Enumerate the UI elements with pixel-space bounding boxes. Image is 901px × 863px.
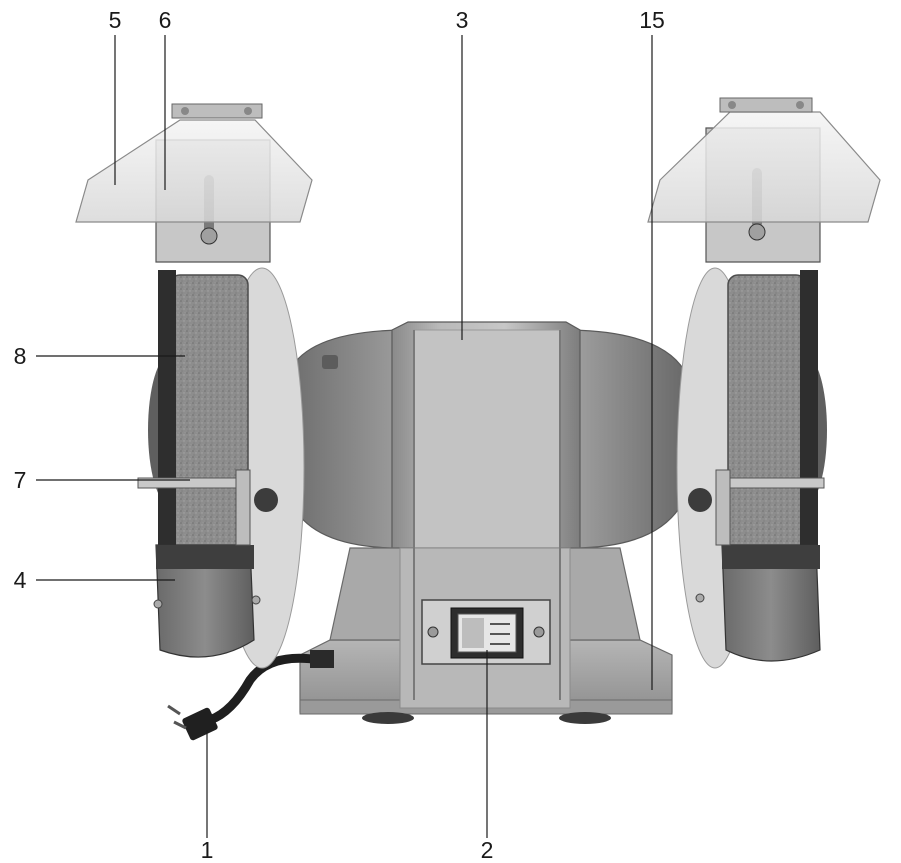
callout-5: 5: [109, 7, 122, 33]
callout-2: 2: [481, 837, 494, 863]
callout-15: 15: [639, 7, 665, 33]
right-wheel-guard: [721, 544, 821, 662]
callout-4: 4: [14, 567, 27, 593]
right-wheel-assembly: [676, 267, 827, 669]
callout-numbers: 5 6 3 15 8 7 4 1 2: [14, 7, 665, 863]
left-wheel-assembly: [137, 267, 305, 669]
left-wheel-guard: [155, 544, 255, 658]
on-off-switch: [421, 599, 551, 665]
callout-7: 7: [14, 467, 27, 493]
mains-plug: [167, 704, 218, 741]
callout-leaders: [36, 35, 653, 838]
callout-1: 1: [201, 837, 214, 863]
callout-8: 8: [14, 343, 27, 369]
power-cord: [205, 650, 334, 725]
left-eye-shield: [75, 103, 313, 223]
callout-3: 3: [456, 7, 469, 33]
right-eye-shield: [647, 97, 881, 223]
callout-6: 6: [159, 7, 172, 33]
